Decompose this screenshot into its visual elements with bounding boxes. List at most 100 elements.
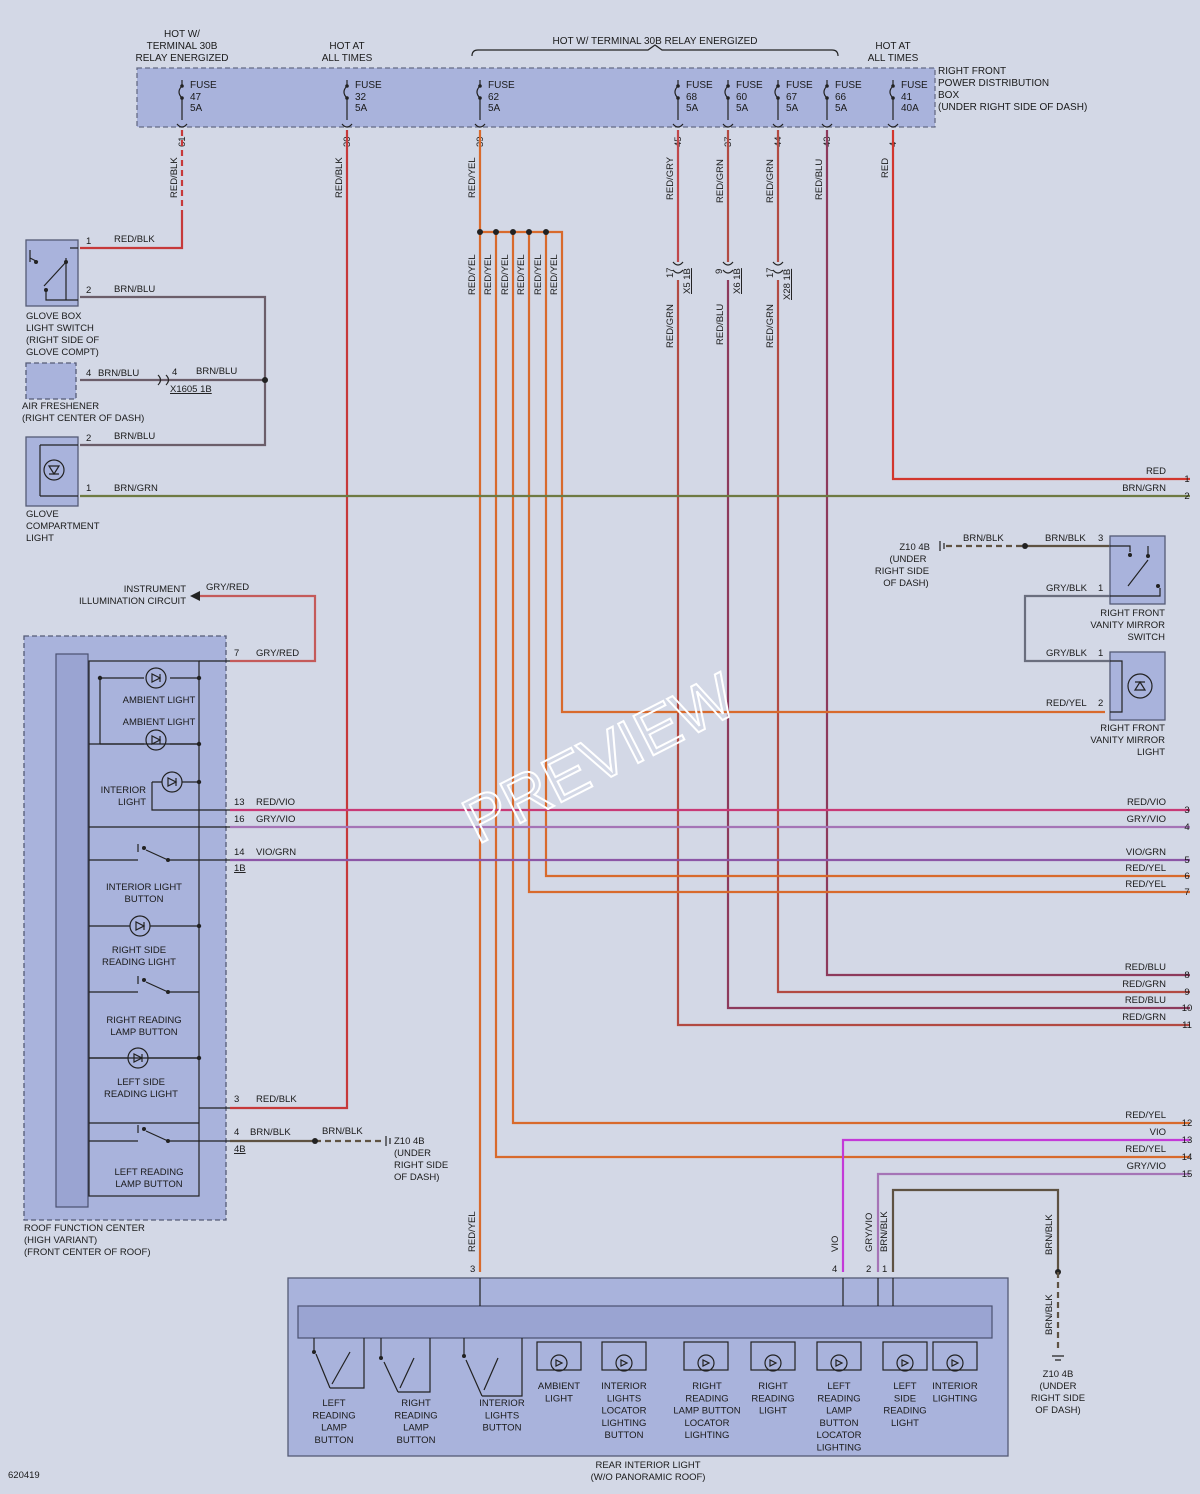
svg-text:RED/VIO: RED/VIO bbox=[256, 797, 295, 808]
svg-text:3: 3 bbox=[470, 1264, 475, 1275]
roof-function-center: AMBIENT LIGHT AMBIENT LIGHT INTERIOR LIG… bbox=[23, 635, 246, 1258]
svg-text:POWER DISTRIBUTION: POWER DISTRIBUTION bbox=[938, 78, 1049, 89]
svg-text:RED/GRN: RED/GRN bbox=[665, 304, 676, 348]
svg-text:OF DASH): OF DASH) bbox=[1035, 1405, 1080, 1416]
output-label: RED/YEL bbox=[1125, 879, 1166, 890]
svg-text:BRN/BLU: BRN/BLU bbox=[196, 366, 237, 377]
svg-text:BOX: BOX bbox=[938, 90, 959, 101]
svg-text:RED/YEL: RED/YEL bbox=[483, 254, 494, 295]
output-label: BRN/GRN bbox=[1122, 483, 1166, 494]
rear-label-right_locator: LOCATOR bbox=[684, 1418, 729, 1429]
svg-text:(RIGHT CENTER OF DASH): (RIGHT CENTER OF DASH) bbox=[22, 413, 144, 424]
svg-text:LIGHT: LIGHT bbox=[118, 797, 146, 808]
left-wires bbox=[80, 295, 1190, 1144]
svg-text:4: 4 bbox=[86, 368, 91, 379]
svg-text:GRY/BLK: GRY/BLK bbox=[1046, 583, 1088, 594]
rear-label-right_reading: READING bbox=[751, 1393, 794, 1404]
svg-text:RED/YEL: RED/YEL bbox=[467, 254, 478, 295]
svg-text:GRY/RED: GRY/RED bbox=[256, 648, 299, 659]
svg-text:16: 16 bbox=[234, 814, 245, 825]
output-number: 14 bbox=[1182, 1152, 1193, 1163]
svg-text:13: 13 bbox=[234, 797, 245, 808]
rear-interior-light: 3 4 2 1 LEFTREADINGLAMPBUTTONRIGHTREADIN… bbox=[287, 1264, 1009, 1483]
svg-text:67: 67 bbox=[786, 92, 798, 103]
output-number: 8 bbox=[1184, 970, 1189, 981]
hot-all-label-2: HOT AT bbox=[875, 41, 910, 52]
svg-text:RED/YEL: RED/YEL bbox=[549, 254, 560, 295]
rear-label-left_btn: READING bbox=[312, 1410, 355, 1421]
svg-text:BRN/BLK: BRN/BLK bbox=[1044, 1294, 1055, 1335]
svg-text:RED/YEL: RED/YEL bbox=[533, 254, 544, 295]
output-label: RED bbox=[1146, 466, 1166, 477]
fuse-label: FUSE bbox=[488, 80, 515, 91]
svg-text:READING LIGHT: READING LIGHT bbox=[102, 957, 176, 968]
output-label: RED/YEL bbox=[1125, 863, 1166, 874]
rear-right-button-icon bbox=[383, 1357, 415, 1393]
svg-text:(UNDER: (UNDER bbox=[890, 554, 927, 565]
svg-text:BRN/BLU: BRN/BLU bbox=[114, 431, 155, 442]
rear-label-interior_locator: BUTTON bbox=[605, 1430, 644, 1441]
svg-text:ROOF FUNCTION CENTER: ROOF FUNCTION CENTER bbox=[24, 1223, 145, 1234]
svg-text:LIGHT: LIGHT bbox=[26, 533, 54, 544]
ambient-light-icon-2 bbox=[145, 729, 167, 751]
svg-text:RED/GRY: RED/GRY bbox=[665, 156, 676, 200]
output-label: VIO bbox=[1150, 1127, 1166, 1138]
hot-all-label-1: HOT AT bbox=[329, 41, 364, 52]
svg-text:RED/BLU: RED/BLU bbox=[814, 159, 825, 200]
hot-relay-label-2: HOT W/ TERMINAL 30B RELAY ENERGIZED bbox=[552, 36, 757, 47]
svg-text:(UNDER: (UNDER bbox=[1040, 1381, 1077, 1392]
output-label: RED/BLU bbox=[1125, 962, 1166, 973]
svg-text:AIR FRESHENER: AIR FRESHENER bbox=[22, 401, 99, 412]
output-label: RED/GRN bbox=[1122, 1012, 1166, 1023]
rear-label-right_btn: RIGHT bbox=[401, 1398, 431, 1409]
svg-text:RELAY ENERGIZED: RELAY ENERGIZED bbox=[136, 53, 229, 64]
wire-vio bbox=[841, 1138, 1190, 1272]
svg-text:Z10 4B: Z10 4B bbox=[1043, 1369, 1074, 1380]
rear-label-left_locator: LEFT bbox=[827, 1381, 850, 1392]
svg-text:66: 66 bbox=[835, 92, 847, 103]
svg-text:1B: 1B bbox=[234, 863, 246, 874]
svg-text:(RIGHT SIDE OF: (RIGHT SIDE OF bbox=[26, 335, 99, 346]
svg-text:BRN/BLK: BRN/BLK bbox=[322, 1126, 363, 1137]
output-label: GRY/VIO bbox=[1127, 1161, 1166, 1172]
svg-text:5A: 5A bbox=[488, 103, 501, 114]
x1605-connector: X1605 1B bbox=[170, 384, 212, 395]
output-number: 11 bbox=[1182, 1020, 1192, 1031]
svg-text:ALL TIMES: ALL TIMES bbox=[868, 53, 919, 64]
svg-text:5A: 5A bbox=[190, 103, 203, 114]
fuse-label: FUSE bbox=[355, 80, 382, 91]
power-distribution-box bbox=[136, 67, 936, 128]
svg-text:4: 4 bbox=[172, 367, 177, 378]
svg-text:(UNDER RIGHT SIDE OF DASH): (UNDER RIGHT SIDE OF DASH) bbox=[938, 102, 1087, 113]
svg-text:RED/GRN: RED/GRN bbox=[765, 159, 776, 203]
svg-text:BRN/BLK: BRN/BLK bbox=[879, 1211, 890, 1252]
output-8: RED/BLU 8 bbox=[1125, 962, 1190, 981]
wire-fuse32 bbox=[230, 130, 349, 1110]
svg-text:RIGHT SIDE: RIGHT SIDE bbox=[394, 1160, 448, 1171]
vanity-wires bbox=[946, 543, 1110, 663]
svg-text:RIGHT FRONT: RIGHT FRONT bbox=[1100, 723, 1165, 734]
svg-text:LEFT READING: LEFT READING bbox=[115, 1167, 184, 1178]
output-number: 6 bbox=[1184, 871, 1189, 882]
svg-text:5A: 5A bbox=[355, 103, 368, 114]
rear-interior-button-icon bbox=[465, 1357, 499, 1397]
rear-label-right_btn: LAMP bbox=[403, 1423, 429, 1434]
svg-text:41: 41 bbox=[901, 92, 913, 103]
svg-text:ALL TIMES: ALL TIMES bbox=[322, 53, 373, 64]
wire-brn-blu bbox=[80, 295, 267, 447]
rear-label-interior_btn: INTERIOR bbox=[479, 1398, 525, 1409]
wire-fuse41 bbox=[891, 130, 1190, 481]
x5-connector: X5 1B bbox=[682, 268, 693, 294]
output-label: RED/YEL bbox=[1125, 1110, 1166, 1121]
svg-text:RED/YEL: RED/YEL bbox=[516, 254, 527, 295]
wire-gry-blk bbox=[1023, 594, 1110, 663]
svg-text:1: 1 bbox=[882, 1264, 887, 1275]
svg-text:3: 3 bbox=[1098, 533, 1103, 544]
svg-text:(W/O PANORAMIC ROOF): (W/O PANORAMIC ROOF) bbox=[591, 1472, 706, 1483]
svg-text:INTERIOR: INTERIOR bbox=[101, 785, 147, 796]
svg-text:2: 2 bbox=[86, 285, 91, 296]
output-label: RED/GRN bbox=[1122, 979, 1166, 990]
header-labels: HOT W/ TERMINAL 30B RELAY ENERGIZED HOT … bbox=[136, 29, 1088, 113]
